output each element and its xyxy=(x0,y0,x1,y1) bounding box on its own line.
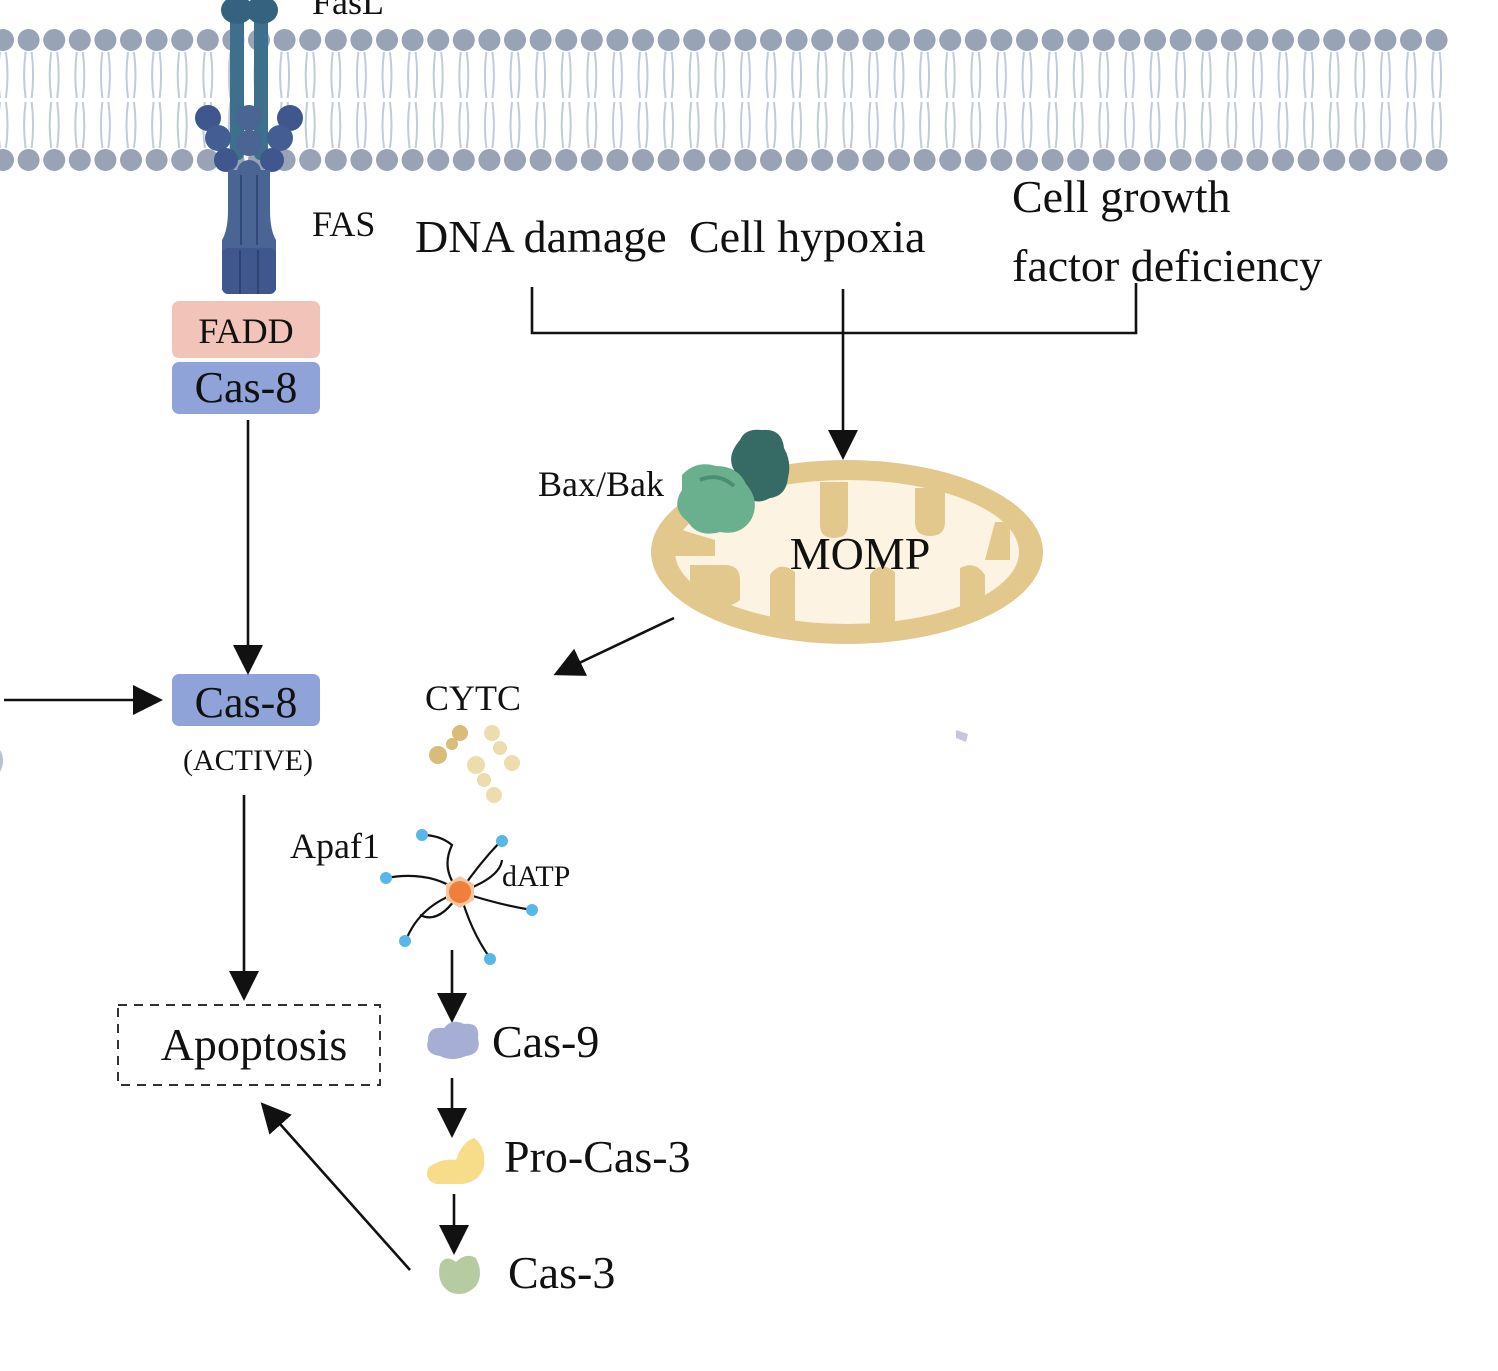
fadd-label: FADD xyxy=(198,311,293,351)
cas8-active-box: Cas-8 xyxy=(172,674,320,727)
cas8-active-label: Cas-8 xyxy=(195,678,298,727)
edge-fragment-shape xyxy=(0,750,3,772)
apaf1-label: Apaf1 xyxy=(290,826,380,866)
fas-label: FAS xyxy=(312,204,375,244)
cas3-protein xyxy=(439,1255,480,1294)
fas-receptor-complex xyxy=(195,0,303,294)
fasl-label: FasL xyxy=(312,0,384,22)
cas9-protein xyxy=(427,1021,479,1059)
cell-membrane xyxy=(0,29,1448,171)
dna-damage-label: DNA damage xyxy=(415,211,667,262)
datp-label: dATP xyxy=(502,860,570,893)
bax-bak-protein xyxy=(677,429,790,534)
cytc-molecules xyxy=(429,725,520,803)
pro-cas3-protein xyxy=(427,1138,485,1184)
cas3-label: Cas-3 xyxy=(508,1247,615,1298)
cas8-label: Cas-8 xyxy=(195,363,298,412)
apoptosis-box: Apoptosis xyxy=(117,1004,381,1086)
growth-factor-label-line2: factor deficiency xyxy=(1012,240,1322,291)
membrane-lipid-tails xyxy=(0,51,1443,149)
cell-hypoxia-label: Cell hypoxia xyxy=(689,211,925,262)
stimuli-connector xyxy=(530,283,1138,335)
fadd-box: FADD xyxy=(172,301,320,358)
pro-cas3-label: Pro-Cas-3 xyxy=(504,1131,691,1182)
growth-factor-label-line1: Cell growth xyxy=(1012,171,1230,222)
arrow-cas3-to-apoptosis xyxy=(260,1102,411,1271)
cytc-label: CYTC xyxy=(425,678,521,718)
apaf1-apoptosome xyxy=(380,829,538,965)
cas9-label: Cas-9 xyxy=(492,1016,599,1067)
membrane-lipid-heads xyxy=(0,29,1448,171)
cas8-box: Cas-8 xyxy=(172,362,320,414)
momp-label: MOMP xyxy=(790,528,931,579)
bax-bak-label: Bax/Bak xyxy=(538,464,664,504)
apoptosis-label: Apoptosis xyxy=(161,1019,348,1070)
edge-fragment-shape-2 xyxy=(956,730,968,742)
active-note: (ACTIVE) xyxy=(183,744,313,777)
arrow-momp-to-cytc xyxy=(553,616,675,676)
fas-receptor-shape xyxy=(195,105,303,294)
